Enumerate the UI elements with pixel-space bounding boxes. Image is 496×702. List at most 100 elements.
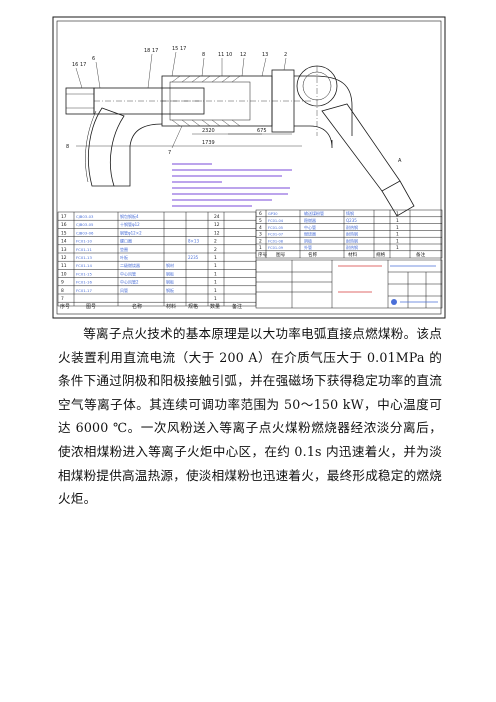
part-name: 十钢管φ12 <box>120 221 140 227</box>
part-name: 稳燃器 <box>304 217 316 223</box>
part-no: 17 <box>61 214 67 220</box>
part-qty: 1 <box>214 255 217 261</box>
part-no: 5 <box>259 218 262 224</box>
part-material: Q235 <box>346 218 357 223</box>
part-material: 铸钢 <box>346 210 354 216</box>
part-qty: 1 <box>214 263 217 269</box>
dimension-lines: 2320 675 1739 <box>112 128 302 147</box>
part-name: 中心管 <box>304 224 316 230</box>
part-code: FC01-07 <box>268 233 283 237</box>
dimension-675: 675 <box>257 128 267 134</box>
part-code: FC01-10 <box>76 239 92 244</box>
part-material: 耐热钢 <box>346 244 358 250</box>
part-no: 13 <box>61 247 67 253</box>
part-qty: 1 <box>396 211 399 217</box>
svg-text:15 17: 15 17 <box>172 46 186 52</box>
part-material: 耐热钢 <box>346 237 358 243</box>
company-logo-icon <box>391 299 397 305</box>
svg-text:16 17: 16 17 <box>72 62 86 68</box>
part-name: 输送煤粉管 <box>304 210 324 216</box>
part-name: 外管 <box>304 244 312 250</box>
svg-text:8: 8 <box>202 52 205 58</box>
technical-notes <box>172 163 292 207</box>
part-material: 钢材 <box>166 262 174 268</box>
part-qty: 1 <box>214 296 217 302</box>
burner-assembly <box>65 65 415 217</box>
part-no: 15 <box>61 230 67 236</box>
part-qty: 1 <box>214 280 217 286</box>
header-cell: 名称 <box>308 251 318 258</box>
header-cell: 序号 <box>258 251 268 258</box>
part-name: 钢包钢板4 <box>120 213 139 219</box>
header-cell: 备注 <box>232 303 242 310</box>
part-code: FC01-05 <box>268 226 283 230</box>
part-no: 1 <box>259 245 262 251</box>
part-name: 垫圈 <box>120 246 128 252</box>
part-name: 叶板 <box>120 254 128 260</box>
part-qty: 1 <box>396 232 399 238</box>
part-qty: 12 <box>214 230 220 236</box>
svg-text:11 10: 11 10 <box>218 52 232 58</box>
part-material: 钢板 <box>166 270 174 276</box>
part-code: CJB03-06 <box>76 230 94 235</box>
part-no: 11 <box>61 263 67 269</box>
header-cell: 规格 <box>188 303 198 310</box>
part-spec: 2235 <box>188 255 199 260</box>
part-material: 耐热钢 <box>346 231 358 237</box>
part-code: FC01-15 <box>76 271 92 276</box>
title-block <box>255 259 443 309</box>
part-no: 16 <box>61 222 67 228</box>
part-no: 8 <box>61 288 64 294</box>
header-cell: 序号 <box>60 303 70 310</box>
part-name: 中心风管 <box>120 270 136 276</box>
part-name: 风管 <box>120 287 128 293</box>
part-qty: 1 <box>214 288 217 294</box>
parts-header-left: 序号图号名称材料规格数量备注 <box>60 303 242 310</box>
part-no: 6 <box>259 211 262 217</box>
part-no: 12 <box>61 255 67 261</box>
part-qty: 1 <box>214 271 217 277</box>
leader-labels: 16 17 6 18 17 15 17 8 11 10 12 13 2 7 8 … <box>66 46 402 164</box>
part-material: 耐热钢 <box>346 224 358 230</box>
part-code: FC01-13 <box>76 255 92 260</box>
part-code: CJB03-03 <box>76 214 94 219</box>
part-no: 7 <box>61 296 64 302</box>
part-no: 4 <box>259 225 262 231</box>
header-cell: 图号 <box>86 304 96 310</box>
part-code: GP30 <box>268 212 278 216</box>
part-name: 中心风管2 <box>120 279 139 285</box>
part-no: 2 <box>259 238 262 244</box>
part-qty: 2 <box>214 247 217 253</box>
svg-text:2: 2 <box>284 52 287 58</box>
part-name: 二级燃烧器 <box>120 262 140 268</box>
part-code: FC01-11 <box>76 247 92 252</box>
part-qty: 12 <box>214 222 220 228</box>
part-code: FC01-08 <box>268 239 284 243</box>
svg-text:8: 8 <box>66 144 69 150</box>
part-material: 钢板 <box>166 287 174 293</box>
part-qty: 1 <box>396 238 399 244</box>
part-qty: 24 <box>214 214 220 220</box>
header-cell: 规格 <box>376 251 386 258</box>
svg-text:13: 13 <box>262 52 268 58</box>
parts-table-left <box>57 211 257 307</box>
header-cell: 名称 <box>132 303 142 310</box>
svg-text:6: 6 <box>92 56 95 62</box>
svg-text:A: A <box>398 158 402 164</box>
part-name: 燃烧器 <box>304 231 316 237</box>
part-code: FC01-14 <box>76 263 92 268</box>
parts-header-right: 序号图号名称材料规格备注 <box>258 251 426 258</box>
part-code: FC01-16 <box>76 280 92 285</box>
part-qty: 1 <box>396 245 399 251</box>
drawing-border <box>52 16 446 319</box>
part-material: 钢板 <box>166 279 174 285</box>
part-code: FC01-17 <box>76 288 92 293</box>
body-paragraph: 等离子点火技术的基本原理是以大功率电弧直接点燃煤粉。该点火装置利用直流电流（大于… <box>58 326 442 507</box>
svg-text:7: 7 <box>168 150 171 156</box>
part-no: 10 <box>61 271 67 277</box>
part-qty: 1 <box>396 218 399 224</box>
part-qty: 2 <box>214 239 217 245</box>
part-name: 螺口圈 <box>120 238 132 244</box>
